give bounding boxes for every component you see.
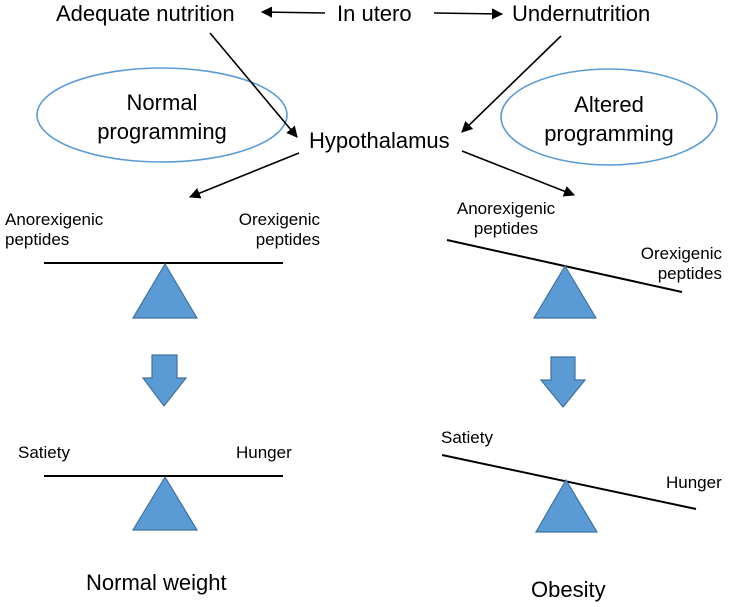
fulcrum-behavior-right <box>534 478 599 533</box>
arrow-undernutrition-to-hypothalamus <box>461 35 562 133</box>
label-obesity: Obesity <box>531 577 606 602</box>
label-normal-weight: Normal weight <box>86 570 227 595</box>
label-anorexigenic-left: Anorexigenic peptides <box>5 210 103 249</box>
label-normal-programming: Normal programming <box>82 88 242 146</box>
label-undernutrition: Undernutrition <box>512 1 651 26</box>
oval-left-line-2: programming <box>97 119 227 144</box>
label-orexigenic-left: Orexigenic peptides <box>236 210 320 249</box>
orexigenic-left-line-1: Orexigenic <box>238 210 320 229</box>
arrow-adequate-to-hypothalamus <box>209 32 298 138</box>
balance-beam-behavior-right <box>441 454 697 510</box>
anorexigenic-left-line-2: peptides <box>5 229 70 249</box>
arrow-to-adequate-nutrition <box>260 6 326 18</box>
arrow-hypothalamus-to-left <box>188 152 300 199</box>
anorexigenic-left-line-1: Anorexigenic <box>5 210 104 229</box>
oval-normal-programming <box>36 67 288 163</box>
down-arrow-right <box>539 356 587 408</box>
oval-left-line-1: Normal <box>126 90 198 115</box>
fulcrum-peptides-left <box>131 262 199 319</box>
label-orexigenic-right: Orexigenic peptides <box>638 244 722 283</box>
arrow-hypothalamus-to-right <box>461 150 576 197</box>
down-arrow-left <box>141 354 188 407</box>
orexigenic-left-line-2: peptides <box>255 229 320 249</box>
label-anorexigenic-right: Anorexigenic peptides <box>447 199 565 238</box>
label-satiety-right: Satiety <box>441 428 493 447</box>
anorexigenic-right-line-2: peptides <box>473 218 539 238</box>
orexigenic-right-line-1: Orexigenic <box>640 244 722 263</box>
label-in-utero: In utero <box>337 1 412 26</box>
oval-altered-programming <box>500 68 718 166</box>
label-satiety-left: Satiety <box>18 443 70 462</box>
label-hunger-right: Hunger <box>666 473 722 492</box>
orexigenic-right-line-2: peptides <box>657 263 722 283</box>
oval-right-line-2: programming <box>544 121 674 146</box>
label-altered-programming: Altered programming <box>529 90 689 148</box>
anorexigenic-right-line-1: Anorexigenic <box>456 199 556 218</box>
oval-right-line-1: Altered <box>574 92 644 117</box>
arrow-to-undernutrition <box>433 8 504 20</box>
label-hunger-left: Hunger <box>236 443 292 462</box>
label-hypothalamus: Hypothalamus <box>309 128 450 153</box>
fulcrum-behavior-left <box>131 475 199 531</box>
fulcrum-peptides-right <box>532 264 598 319</box>
label-adequate-nutrition: Adequate nutrition <box>56 1 235 26</box>
